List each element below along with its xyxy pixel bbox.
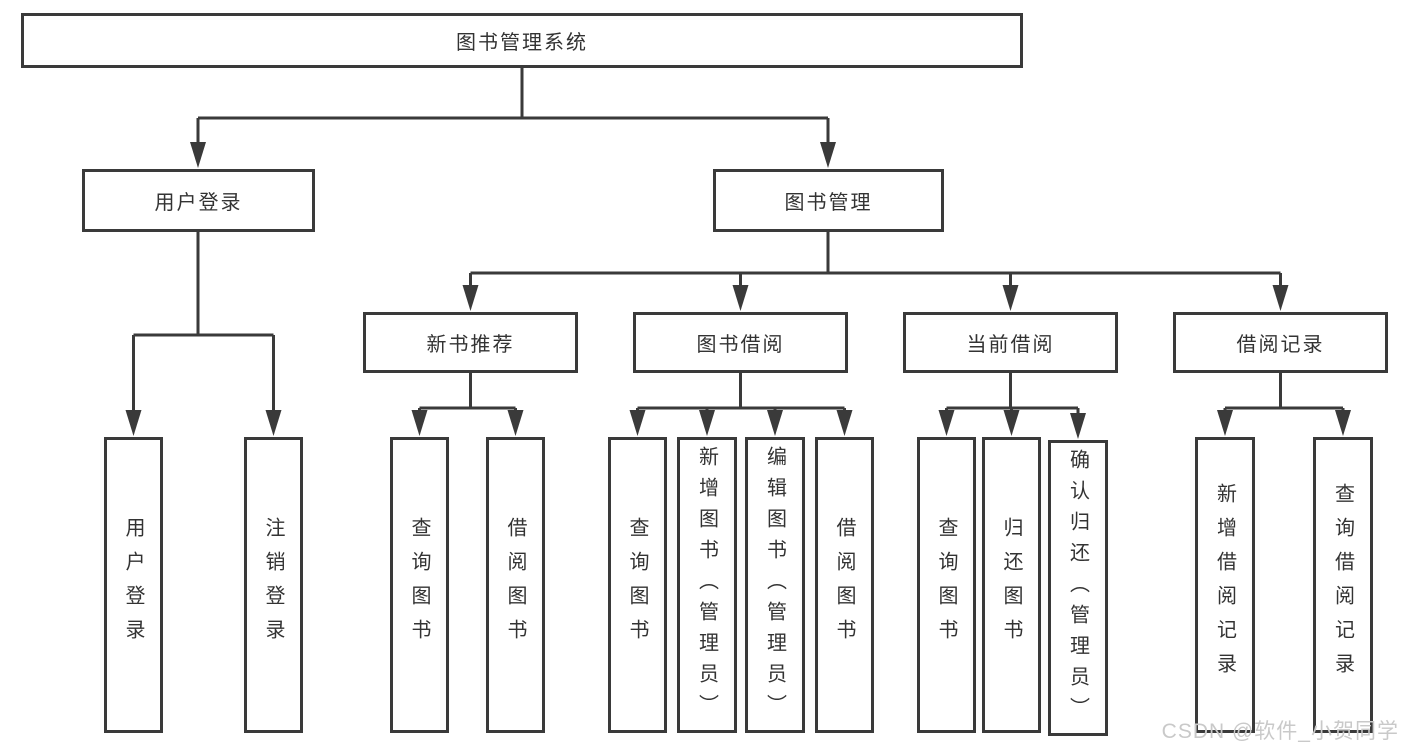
leaf-label: 用户登录	[122, 517, 144, 653]
csdn-watermark: CSDN @软件_小贺同学	[1161, 720, 1399, 743]
leaf-return-books: 归还图书	[982, 437, 1041, 733]
leaf-query-books-recommend: 查询图书	[390, 437, 449, 733]
leaf-label: 新增借阅记录	[1213, 483, 1236, 687]
leaf-label: 编辑图书（管理员）	[763, 445, 786, 725]
leaf-user-login: 用户登录	[104, 437, 163, 733]
leaf-label: 借阅图书	[504, 517, 526, 653]
leaf-label: 新增图书（管理员）	[695, 445, 718, 725]
node-book-management: 图书管理	[713, 169, 944, 232]
leaf-label: 查询图书	[935, 517, 957, 653]
leaf-add-books-admin: 新增图书（管理员）	[677, 437, 737, 733]
leaf-query-borrow-record: 查询借阅记录	[1313, 437, 1373, 733]
leaf-label: 查询借阅记录	[1331, 483, 1354, 687]
node-current-borrowing: 当前借阅	[903, 312, 1118, 373]
leaf-edit-books-admin: 编辑图书（管理员）	[745, 437, 805, 733]
leaf-label: 归还图书	[1000, 517, 1022, 653]
arrowheads	[125, 142, 1351, 439]
leaf-label: 确认归还（管理员）	[1066, 448, 1089, 728]
node-library-management-system: 图书管理系统	[21, 13, 1023, 68]
node-book-borrowing: 图书借阅	[633, 312, 848, 373]
leaf-query-books-current: 查询图书	[917, 437, 976, 733]
leaf-label: 查询图书	[408, 517, 430, 653]
leaf-label: 借阅图书	[833, 517, 855, 653]
leaf-borrow-books: 借阅图书	[815, 437, 874, 733]
connector-strokes	[132, 68, 1345, 417]
leaf-label: 注销登录	[262, 517, 284, 653]
node-borrowing-records: 借阅记录	[1173, 312, 1388, 373]
leaf-add-borrow-record: 新增借阅记录	[1195, 437, 1255, 733]
leaf-logout: 注销登录	[244, 437, 303, 733]
node-user-login: 用户登录	[82, 169, 315, 232]
leaf-confirm-return-admin: 确认归还（管理员）	[1048, 440, 1108, 736]
node-new-book-recommend: 新书推荐	[363, 312, 578, 373]
leaf-query-books-borrowing: 查询图书	[608, 437, 667, 733]
leaf-label: 查询图书	[626, 517, 648, 653]
leaf-borrow-books-recommend: 借阅图书	[486, 437, 545, 733]
